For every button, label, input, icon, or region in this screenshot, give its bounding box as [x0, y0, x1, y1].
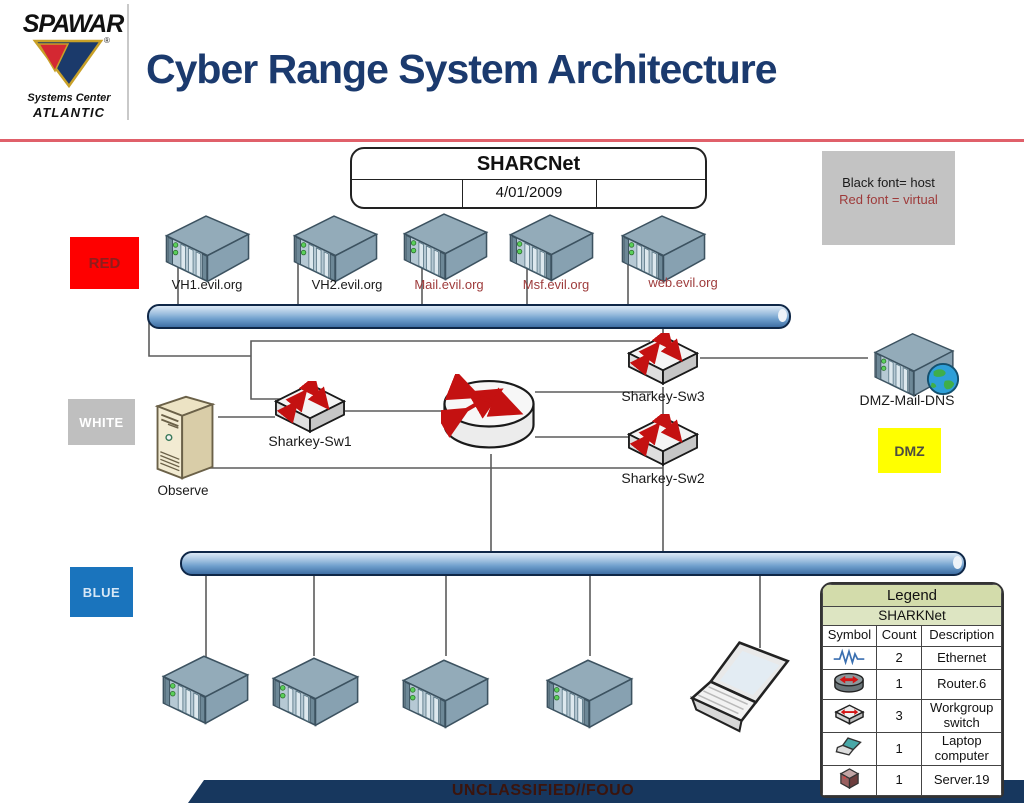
- legend-row: 1 Server.19: [822, 765, 1002, 797]
- registered-mark: ®: [104, 36, 110, 45]
- sw3-label: Sharkey-Sw3: [621, 388, 705, 404]
- ethernet-icon: [830, 648, 868, 665]
- server-icon: [542, 654, 637, 732]
- classification-text: UNCLASSIFIED//FOUO: [451, 782, 635, 799]
- globe-icon: [926, 362, 960, 396]
- ethernet-bus-red: [147, 304, 791, 329]
- divider: [596, 179, 597, 207]
- server-icon: [160, 210, 255, 286]
- legend-description: Ethernet: [921, 645, 1002, 671]
- legend-count: 2: [875, 645, 923, 671]
- router-icon: [833, 671, 865, 694]
- red-team-label: RED: [70, 237, 139, 289]
- laptop-icon: [835, 737, 863, 758]
- host-label: Mail.evil.org: [414, 277, 484, 292]
- spawar-logo-text: SPAWAR: [22, 10, 125, 38]
- legend-description: Laptop computer: [921, 732, 1002, 767]
- switch-icon: [626, 414, 700, 468]
- sharcnet-date: 4/01/2009: [495, 184, 563, 201]
- observe-tower-icon: [150, 393, 220, 483]
- legend-count: 3: [875, 699, 923, 734]
- legend-description: Router.6: [921, 669, 1002, 701]
- page-title: Cyber Range System Architecture: [146, 46, 778, 92]
- sw2-label: Sharkey-Sw2: [621, 470, 705, 486]
- host-label: web.evil.org: [648, 275, 718, 290]
- legend-col-count: Count: [875, 624, 923, 647]
- switch-icon: [834, 703, 865, 725]
- logo-divider: [127, 4, 129, 120]
- sharcnet-box: SHARCNet 4/01/2009: [350, 147, 707, 209]
- switch-icon: [273, 381, 347, 435]
- dmz-label: DMZ: [878, 428, 941, 473]
- server-icon: [398, 654, 493, 732]
- legend-table: Legend SHARKNet Symbol Count Description…: [820, 582, 1004, 799]
- server-icon: [398, 208, 493, 284]
- blue-team-label: BLUE: [70, 567, 133, 617]
- divider: [352, 179, 705, 180]
- legend-col-description: Description: [921, 624, 1002, 647]
- host-label: VH1.evil.org: [171, 277, 243, 292]
- legend-subtitle: SHARKNet: [822, 606, 1002, 626]
- classification-bar: UNCLASSIFIED//FOUO: [188, 780, 1024, 803]
- legend-description: Workgroup switch: [921, 699, 1002, 734]
- legend-row: 3 Workgroup switch: [822, 699, 1002, 734]
- server-icon: [838, 767, 861, 790]
- dmz-server-label: DMZ-Mail-DNS: [859, 392, 955, 408]
- router-icon: [441, 374, 537, 458]
- font-key-box: Black font= host Red font = virtual: [822, 151, 955, 245]
- header-rule: [0, 139, 1024, 142]
- laptop-icon: [688, 640, 796, 744]
- server-icon: [158, 650, 253, 728]
- spawar-logo-icon: [32, 39, 104, 89]
- server-icon: [288, 210, 383, 286]
- switch-icon: [626, 333, 700, 387]
- logo-atlantic: ATLANTIC: [32, 105, 106, 120]
- legend-col-symbol: Symbol: [822, 624, 877, 647]
- legend-count: 1: [875, 765, 923, 797]
- legend-description: Server.19: [921, 765, 1002, 797]
- divider: [462, 179, 463, 207]
- legend-title: Legend: [822, 584, 1002, 607]
- legend-row: 1 Router.6: [822, 669, 1002, 701]
- logo-systems-center: Systems Center: [27, 92, 111, 104]
- sw1-label: Sharkey-Sw1: [268, 433, 352, 449]
- observe-label: Observe: [157, 483, 209, 498]
- ethernet-bus-blue: [180, 551, 966, 576]
- sharcnet-title: SHARCNet: [476, 153, 581, 175]
- legend-count: 1: [875, 669, 923, 701]
- legend-count: 1: [875, 732, 923, 767]
- font-key-host: Black font= host: [842, 175, 935, 190]
- server-icon: [504, 209, 599, 285]
- font-key-virtual: Red font = virtual: [839, 192, 938, 207]
- host-label: Msf.evil.org: [522, 277, 590, 292]
- server-icon: [268, 652, 363, 730]
- host-label: VH2.evil.org: [311, 277, 383, 292]
- white-team-label: WHITE: [68, 399, 135, 445]
- legend-row: 1 Laptop computer: [822, 732, 1002, 767]
- legend-row: 2 Ethernet: [822, 645, 1002, 671]
